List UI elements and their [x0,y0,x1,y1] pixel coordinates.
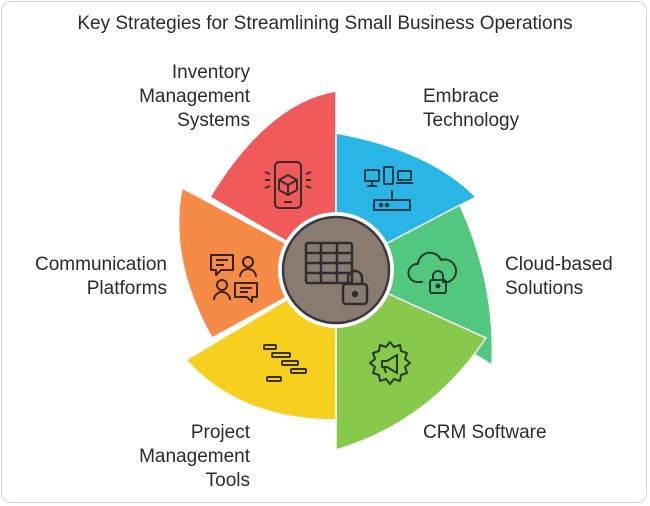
cloud-lock-icon [407,251,458,294]
diagram-title: Key Strategies for Streamlining Small Bu… [77,13,573,34]
label-inventory-management: Inventory Management Systems [139,62,250,131]
label-embrace-technology: Embrace Technology [423,86,520,131]
label-project-management: Project Management Tools [139,422,250,491]
mobile-package-icon [264,161,312,209]
segment-crm-software [335,268,488,452]
label-cloud-based-solutions: Cloud-based Solutions [505,254,613,299]
segment-communication-platforms [177,186,338,340]
devices-network-icon [364,166,413,211]
label-crm-software: CRM Software [423,422,547,443]
chat-people-icon [210,254,258,303]
gear-megaphone-icon [369,341,411,385]
spreadsheet-lock-icon [304,241,369,306]
gantt-chart-icon [263,344,307,382]
label-communication-platforms: Communication Platforms [35,254,167,299]
